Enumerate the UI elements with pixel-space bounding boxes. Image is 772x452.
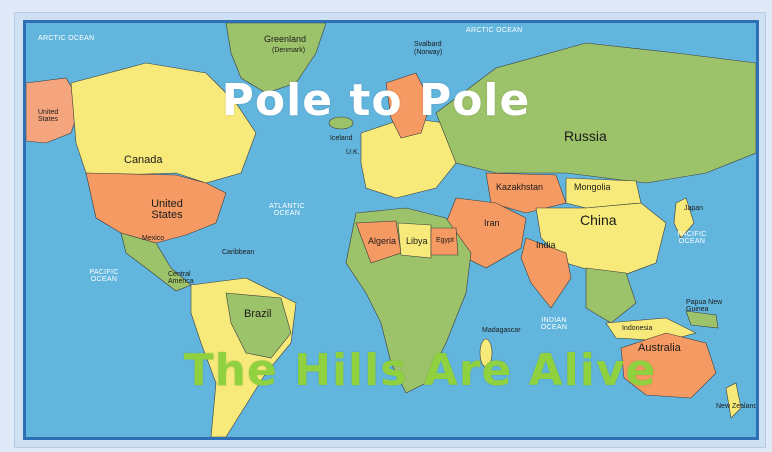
pacific-ocean-label-left: PACIFIC OCEAN	[89, 269, 119, 283]
arctic-ocean-label-left: ARCTIC OCEAN	[38, 35, 95, 42]
russia-shape	[435, 42, 756, 184]
canada-shape	[70, 62, 257, 184]
egypt-shape	[430, 227, 459, 256]
mexico-shape	[120, 232, 192, 292]
svalbard-sub-label: (Norway)	[414, 49, 443, 56]
world-map-graphic	[26, 23, 756, 437]
libya-shape	[397, 222, 432, 259]
papua-label: Papua New Guinea	[686, 299, 723, 313]
scandinavia-shape	[385, 72, 432, 139]
brazil-label: Brazil	[244, 308, 272, 320]
india-label: India	[536, 240, 556, 250]
caribbean-label: Caribbean	[222, 249, 255, 256]
overlay-subtitle: The Hills Are Alive	[183, 345, 657, 396]
central-america-label: Central America	[168, 271, 194, 285]
greenland-label: Greenland	[264, 34, 307, 44]
iceland-label: Iceland	[330, 135, 353, 142]
papua-shape	[685, 310, 719, 329]
brazil-shape	[225, 292, 292, 359]
canada-label: Canada	[124, 154, 163, 166]
egypt-label: Egypt	[436, 237, 454, 244]
greenland-shape	[225, 23, 327, 94]
pacific-ocean-label-right: PACIFIC OCEAN	[677, 231, 707, 245]
world-map: ARCTIC OCEAN ARCTIC OCEAN ATLANTIC OCEAN…	[23, 20, 759, 440]
greenland-sub-label: (Denmark)	[272, 47, 306, 54]
mexico-label: Mexico	[142, 235, 165, 242]
japan-shape	[673, 197, 695, 239]
alaska-shape	[26, 77, 82, 144]
se-asia-shape	[585, 267, 637, 324]
madagascar-label: Madagascar	[482, 327, 521, 334]
australia-shape	[620, 332, 717, 399]
indian-ocean-label: INDIAN OCEAN	[540, 317, 568, 331]
united-states-label: United States	[151, 198, 183, 221]
uk-label: U.K.	[346, 149, 360, 156]
china-label: China	[580, 212, 617, 228]
australia-label: Australia	[638, 342, 681, 354]
algeria-label: Algeria	[368, 236, 397, 246]
russia-label: Russia	[564, 128, 607, 144]
kazakhstan-label: Kazakhstan	[496, 182, 544, 192]
atlantic-ocean-label: ATLANTIC OCEAN	[269, 203, 305, 217]
india-shape	[520, 237, 572, 309]
arctic-ocean-label-right: ARCTIC OCEAN	[466, 27, 523, 34]
indonesia-label: Indonesia	[622, 325, 653, 332]
new-zealand-label: New Zealand	[716, 403, 758, 410]
alaska-label: United States	[38, 109, 59, 123]
madagascar-shape	[479, 338, 493, 368]
overlay-title: Pole to Pole	[221, 75, 531, 126]
new-zealand-shape	[725, 382, 742, 419]
japan-label: Japan	[684, 205, 704, 212]
mongolia-label: Mongolia	[574, 182, 611, 192]
libya-label: Libya	[406, 236, 428, 246]
svalbard-label: Svalbard	[414, 41, 442, 48]
iceland-shape	[328, 116, 354, 130]
usa-shape	[85, 172, 227, 244]
iran-label: Iran	[484, 218, 500, 228]
china-shape	[535, 202, 667, 279]
